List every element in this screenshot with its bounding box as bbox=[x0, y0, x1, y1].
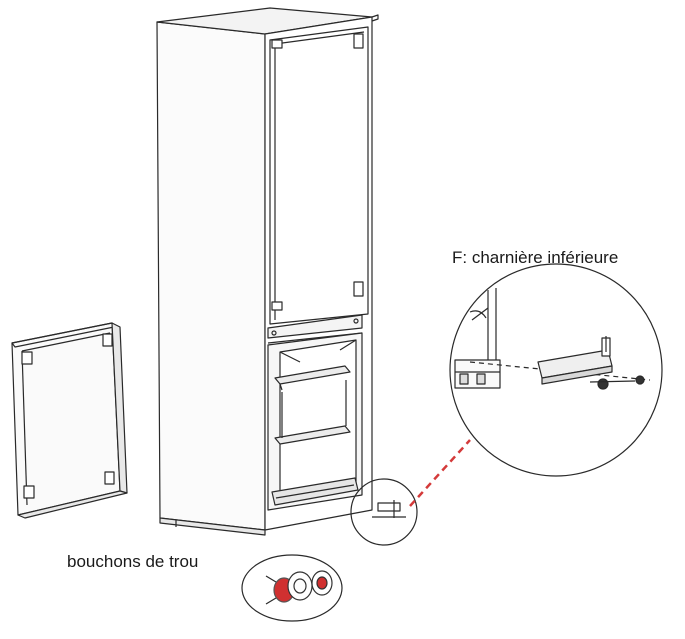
hinge-detail-circle bbox=[449, 263, 663, 477]
lower-compartment bbox=[267, 332, 363, 511]
lower-hinge-callout bbox=[350, 478, 418, 546]
hole-plugs-label: bouchons de trou bbox=[67, 552, 199, 571]
detached-door-panel bbox=[11, 322, 128, 519]
upper-door bbox=[269, 26, 369, 325]
lower-hinge-label: F: charnière inférieure bbox=[452, 248, 619, 267]
callout-leader-line bbox=[409, 439, 471, 507]
hole-plugs-circle bbox=[241, 554, 343, 622]
